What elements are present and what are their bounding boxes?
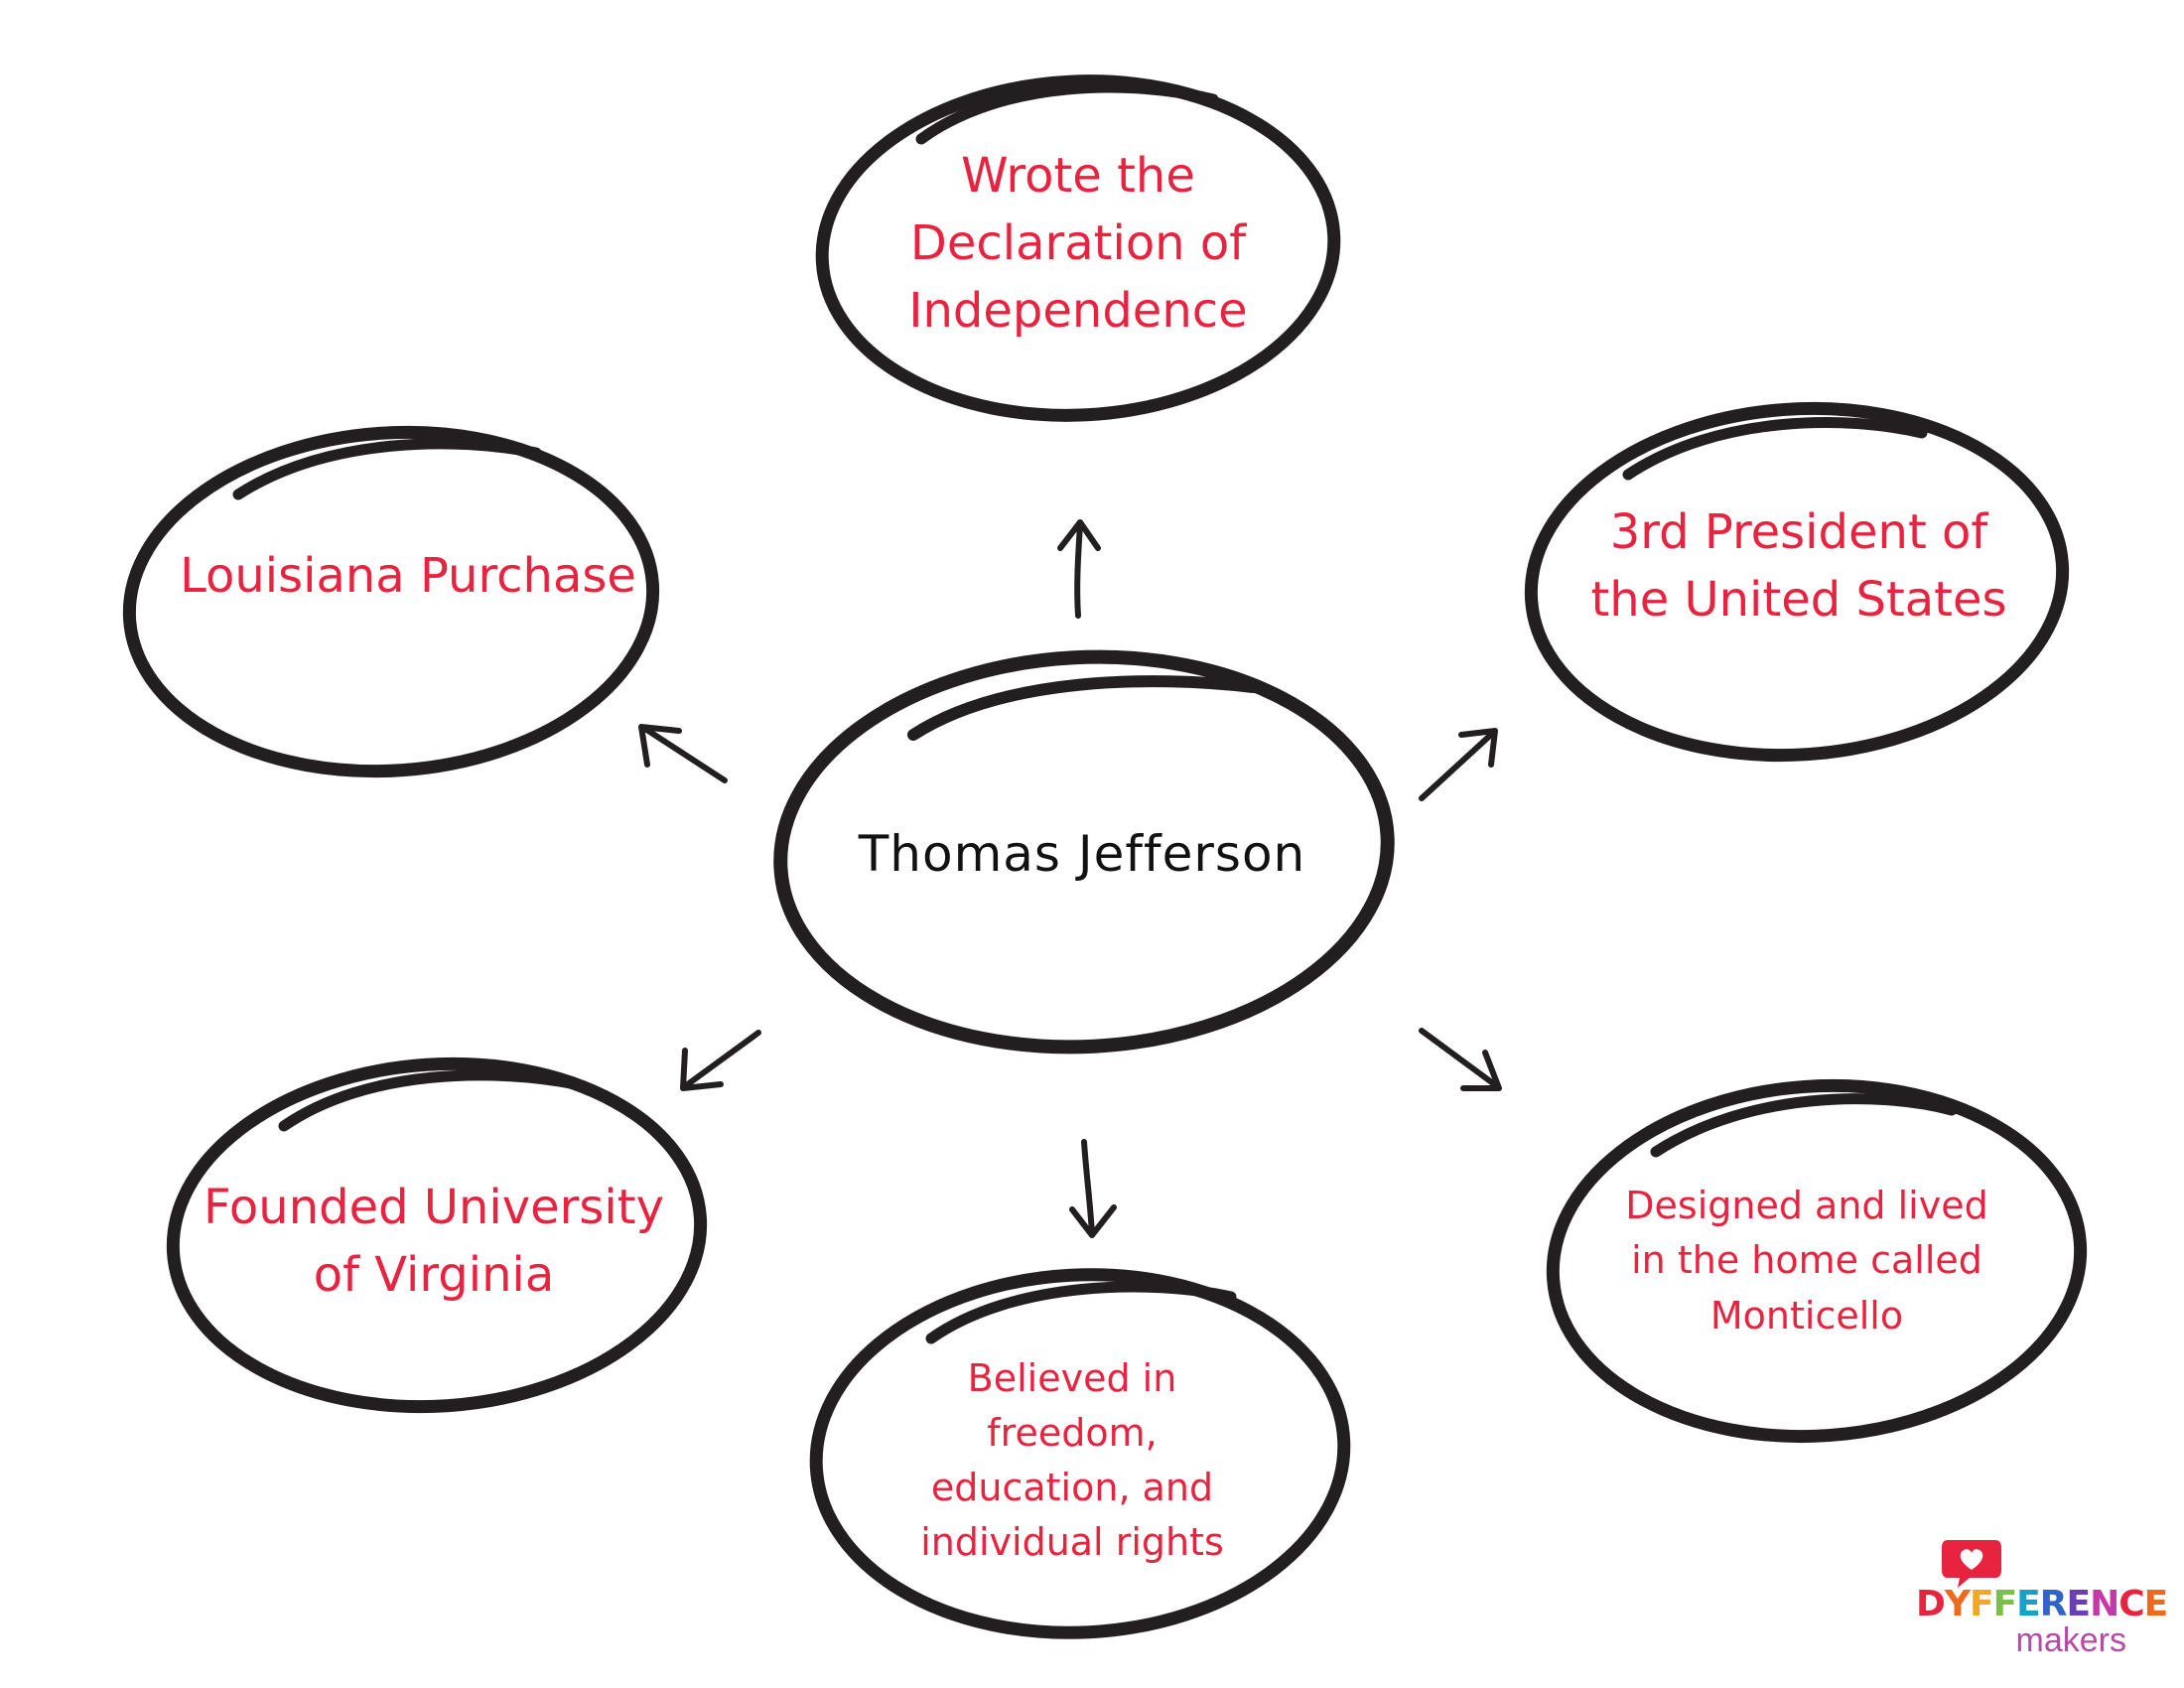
logo-sub-text: makers xyxy=(2015,1621,2126,1659)
bubble-center xyxy=(773,649,1395,1055)
arrow-to-louisiana xyxy=(638,724,728,783)
logo-brand-text: DYFFERENCE xyxy=(1916,1584,2169,1624)
logo-letter: R xyxy=(2039,1584,2068,1624)
logo-letter: F xyxy=(1969,1584,1994,1624)
fact-louisiana-label: Louisiana Purchase xyxy=(180,547,636,604)
bubble-declaration xyxy=(815,74,1341,422)
logo-letter: F xyxy=(1992,1584,2018,1624)
fact-beliefs-label: Believed in freedom, education, and indi… xyxy=(920,1355,1224,1565)
arrow-to-university xyxy=(680,1030,761,1091)
difference-makers-logo: DYFFERENCE makers xyxy=(1916,1534,2168,1663)
fact-monticello-label: Designed and lived in the home called Mo… xyxy=(1625,1184,1988,1337)
bubble-president xyxy=(1524,401,2070,763)
arrow-to-monticello xyxy=(1419,1028,1502,1091)
logo-letter: D xyxy=(1916,1584,1946,1624)
arrow-to-declaration xyxy=(1057,519,1101,619)
logo-letter: E xyxy=(2016,1584,2041,1624)
logo-letter: N xyxy=(2090,1584,2119,1624)
bubble-monticello xyxy=(1546,1078,2088,1444)
logo-letter: C xyxy=(2118,1584,2144,1624)
arrow-to-president xyxy=(1419,728,1498,801)
fact-university-label: Founded University of Virginia xyxy=(204,1179,664,1303)
bubble-louisiana xyxy=(122,425,660,778)
fact-president-label: 3rd President of the United States xyxy=(1590,503,2007,628)
bubble-university xyxy=(166,1056,708,1414)
logo-letter: E xyxy=(2143,1584,2169,1624)
heart-speech-bubble-icon xyxy=(1942,1540,2001,1588)
center-topic-label: Thomas Jefferson xyxy=(858,824,1306,883)
logo-letter: E xyxy=(2066,1584,2091,1624)
fact-declaration-label: Wrote the Declaration of Independence xyxy=(908,147,1248,340)
bubble-beliefs xyxy=(809,1268,1351,1639)
logo-letter: Y xyxy=(1944,1584,1971,1624)
arrow-to-beliefs xyxy=(1069,1139,1117,1238)
